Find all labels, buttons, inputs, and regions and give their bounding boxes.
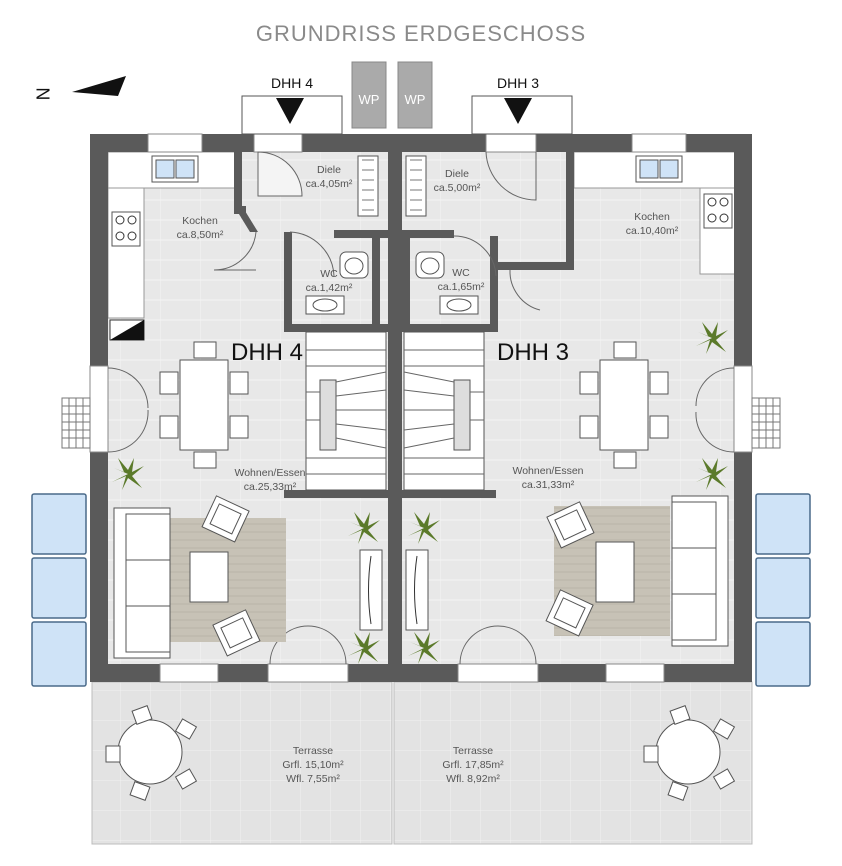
unit-label-left: DHH 4 bbox=[230, 339, 303, 366]
basin-right bbox=[439, 295, 479, 315]
room-name-kochen-right: Kochen bbox=[634, 211, 670, 223]
compass-letter: N bbox=[33, 87, 54, 101]
room-grfl-terrasse-right: Grfl. 17,85m² bbox=[442, 759, 504, 771]
sideboard-right bbox=[405, 549, 429, 631]
sofa-right bbox=[671, 495, 729, 647]
entrance-arrow-left bbox=[276, 98, 304, 124]
room-name-wc-right: WC bbox=[452, 267, 470, 279]
room-grfl-terrasse-left: Grfl. 15,10m² bbox=[282, 759, 344, 771]
sofa-left bbox=[113, 507, 171, 659]
room-area-kochen-right: ca.10,40m² bbox=[625, 225, 679, 237]
room-name-diele-left: Diele bbox=[317, 164, 341, 176]
plants bbox=[112, 322, 728, 664]
room-area-wc-right: ca.1,65m² bbox=[437, 281, 485, 293]
interior-walls bbox=[234, 152, 574, 498]
heat-pump-label-1: WP bbox=[358, 92, 380, 107]
room-name-kochen-left: Kochen bbox=[182, 215, 218, 227]
terrace-table-right bbox=[643, 705, 736, 801]
heat-pump-2 bbox=[397, 61, 433, 129]
coffee-table-left bbox=[189, 551, 229, 603]
room-name-wohnen-right: Wohnen/Essen bbox=[512, 465, 584, 477]
entrance-label-left: DHH 4 bbox=[270, 75, 313, 91]
plant bbox=[348, 632, 380, 664]
armchair-left-top bbox=[201, 495, 250, 543]
room-wfl-terrasse-right: Wfl. 8,92m² bbox=[446, 773, 500, 785]
room-name-terrasse-left: Terrasse bbox=[292, 745, 334, 757]
side-gate-left bbox=[61, 397, 91, 449]
openings bbox=[89, 133, 753, 683]
plant bbox=[112, 458, 144, 490]
entrance-arrow-right bbox=[504, 98, 532, 124]
room-area-diele-right: ca.5,00m² bbox=[433, 182, 481, 194]
room-name-wc-left: WC bbox=[320, 268, 338, 280]
sideboard-left-detail bbox=[368, 555, 372, 625]
staircase-right bbox=[403, 331, 485, 491]
plant bbox=[696, 322, 728, 354]
staircase-left bbox=[305, 331, 387, 491]
coffee-table-right bbox=[595, 541, 635, 603]
glass-panels-right bbox=[755, 493, 811, 687]
sink-basin bbox=[175, 159, 195, 179]
unit-label-right: DHH 3 bbox=[496, 339, 569, 366]
dining-table-right bbox=[579, 341, 669, 469]
room-wfl-terrasse-left: Wfl. 7,55m² bbox=[286, 773, 340, 785]
plant bbox=[408, 632, 440, 664]
basin-left bbox=[305, 295, 345, 315]
room-area-wohnen-left: ca.25,33m² bbox=[243, 481, 297, 493]
room-area-diele-left: ca.4,05m² bbox=[305, 178, 353, 190]
sideboard-right-detail bbox=[414, 555, 418, 625]
heat-pump-1 bbox=[351, 61, 387, 129]
toilet-left bbox=[339, 251, 369, 279]
kitchen-counter-left-side bbox=[107, 187, 145, 319]
armchair-right-bottom bbox=[545, 589, 594, 637]
room-name-terrasse-right: Terrasse bbox=[452, 745, 494, 757]
dining-table-left bbox=[159, 341, 249, 469]
room-name-wohnen-left: Wohnen/Essen bbox=[234, 467, 306, 479]
stove-right bbox=[703, 193, 733, 229]
plant bbox=[408, 512, 440, 544]
side-gate-right bbox=[751, 397, 781, 449]
appliance-marker bbox=[110, 320, 144, 340]
closet-right bbox=[405, 155, 427, 217]
plant bbox=[348, 512, 380, 544]
armchair-left-bottom bbox=[212, 609, 261, 657]
room-area-wohnen-right: ca.31,33m² bbox=[521, 479, 575, 491]
plant bbox=[696, 458, 728, 490]
plan-title: GRUNDRISS ERDGESCHOSS bbox=[255, 21, 587, 46]
door-swings bbox=[107, 151, 735, 665]
heat-pump-label-2: WP bbox=[404, 92, 426, 107]
terrace-table-left bbox=[105, 705, 198, 801]
stove-left bbox=[111, 211, 141, 247]
room-area-kochen-left: ca.8,50m² bbox=[176, 229, 224, 241]
sink-basin bbox=[639, 159, 659, 179]
room-area-wc-left: ca.1,42m² bbox=[305, 282, 353, 294]
sideboard-left bbox=[359, 549, 383, 631]
entrance-label-right: DHH 3 bbox=[496, 75, 539, 91]
sink-basin bbox=[155, 159, 175, 179]
armchair-right-top bbox=[546, 501, 595, 549]
toilet-right bbox=[415, 251, 445, 279]
sink-basin bbox=[659, 159, 679, 179]
glass-panels-left bbox=[31, 493, 87, 687]
closet-left bbox=[357, 155, 379, 217]
room-name-diele-right: Diele bbox=[445, 168, 469, 180]
north-arrow-icon bbox=[72, 76, 126, 96]
